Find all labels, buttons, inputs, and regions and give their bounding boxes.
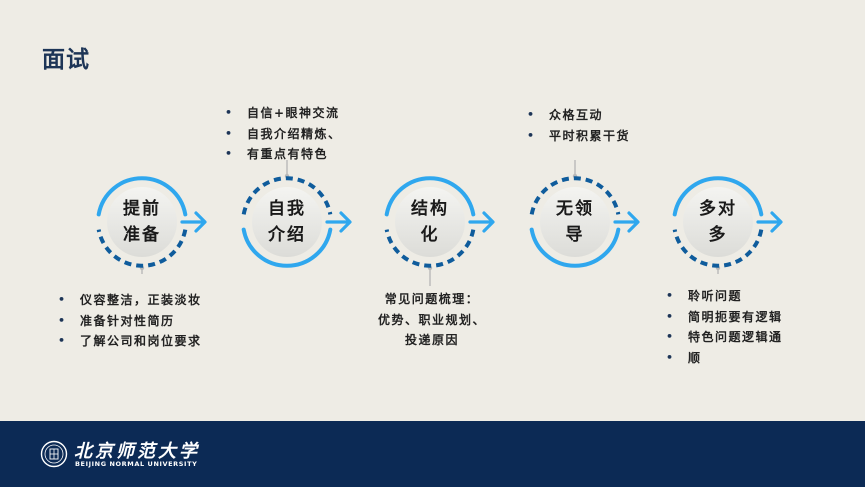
step-1-label: 提前准备 bbox=[123, 199, 161, 245]
list-item: 平时积累干货 bbox=[527, 126, 630, 147]
university-name-cn: 北京师范大学 bbox=[74, 441, 200, 462]
step-2-notes: 自信+眼神交流 自我介绍精炼、 有重点有特色 bbox=[225, 103, 342, 165]
list-item: 准备针对性简历 bbox=[58, 311, 202, 332]
step-4-notes: 众格互动 平时积累干货 bbox=[527, 105, 630, 146]
list-item: 众格互动 bbox=[527, 105, 630, 126]
list-item: 有重点有特色 bbox=[225, 144, 342, 165]
step-4-arrow-icon bbox=[627, 211, 640, 233]
step-4-ring-dashed bbox=[529, 176, 621, 215]
page-title: 面试 bbox=[42, 47, 90, 73]
list-item: 了解公司和岗位要求 bbox=[58, 331, 202, 352]
step-5-label: 多对多 bbox=[699, 199, 737, 245]
step-2-arrow-icon bbox=[339, 211, 352, 233]
step-3-ring-dashed bbox=[384, 229, 476, 268]
step-4-ring-solid bbox=[529, 227, 621, 268]
step-1-ring-dashed bbox=[96, 229, 188, 268]
list-item: 自信+眼神交流 bbox=[225, 103, 342, 124]
step-3-notes: 常见问题梳理： 优势、职业规划、 投递原因 bbox=[352, 289, 512, 351]
list-item-continued: 顺 bbox=[666, 348, 783, 369]
step-5-disc bbox=[683, 187, 753, 257]
step-2-ring-solid bbox=[241, 227, 333, 268]
step-5-notes: 聆听问题 简明扼要有逻辑 特色问题逻辑通 顺 bbox=[666, 286, 783, 368]
process-graphics bbox=[96, 160, 783, 286]
step-5-ring-dashed bbox=[672, 229, 764, 268]
step-3-disc bbox=[395, 187, 465, 257]
list-item: 简明扼要有逻辑 bbox=[666, 307, 783, 328]
step-2-disc bbox=[252, 187, 322, 257]
list-item: 聆听问题 bbox=[666, 286, 783, 307]
university-name-en: BEIJING NORMAL UNIVERSITY bbox=[75, 460, 198, 468]
step-3-ring-solid bbox=[384, 176, 476, 217]
list-item: 自我介绍精炼、 bbox=[225, 124, 342, 145]
footer-bar: 北京师范大学 BEIJING NORMAL UNIVERSITY bbox=[0, 421, 865, 487]
step-1-ring-solid bbox=[96, 176, 188, 217]
note-line: 常见问题梳理： bbox=[384, 292, 480, 306]
step-3-label: 结构化 bbox=[411, 199, 449, 245]
note-line: 投递原因 bbox=[404, 333, 459, 347]
step-1-disc bbox=[107, 187, 177, 257]
step-1-arrow-icon bbox=[194, 211, 207, 233]
note-line: 优势、职业规划、 bbox=[377, 312, 486, 327]
step-3-arrow-icon bbox=[482, 211, 495, 233]
university-seal-icon bbox=[40, 440, 68, 468]
step-5-ring-solid bbox=[672, 176, 764, 217]
step-5-arrow-icon bbox=[770, 211, 783, 233]
step-1-notes: 仪容整洁，正装淡妆 准备针对性简历 了解公司和岗位要求 bbox=[58, 290, 202, 352]
step-2-label: 自我介绍 bbox=[268, 199, 306, 245]
list-item: 特色问题逻辑通 bbox=[666, 327, 783, 348]
process-steps: 提前准备 自我介绍 结构化 无领导 多对多 bbox=[96, 160, 783, 286]
step-4-disc bbox=[540, 187, 610, 257]
step-2-ring-dashed bbox=[241, 176, 333, 215]
list-item: 仪容整洁，正装淡妆 bbox=[58, 290, 202, 311]
step-4-label: 无领导 bbox=[556, 199, 594, 245]
